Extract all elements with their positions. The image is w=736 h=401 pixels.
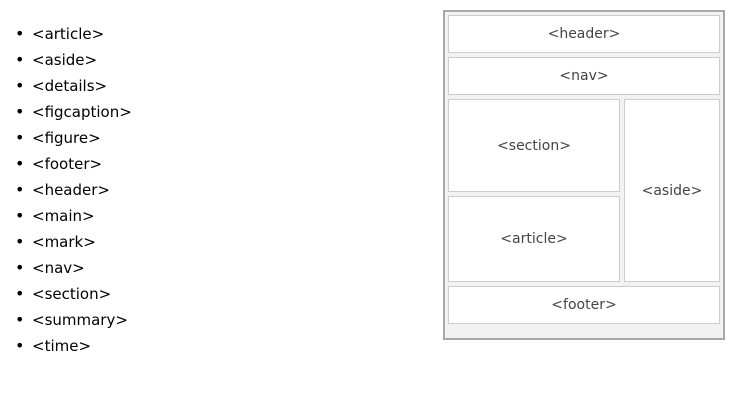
list-item-label: <mark>	[32, 233, 96, 251]
list-item-label: <section>	[32, 285, 112, 303]
diagram-box-footer: <footer>	[448, 286, 720, 324]
list-item: • <summary>	[15, 307, 452, 333]
list-item: • <main>	[15, 203, 452, 229]
list-item: • <mark>	[15, 229, 452, 255]
list-bullet-icon: •	[15, 154, 25, 173]
page-layout-diagram: <header> <nav> <section> <article> <asid…	[443, 10, 725, 340]
list-item: • <footer>	[15, 151, 452, 177]
list-item-label: <details>	[32, 77, 108, 95]
list-bullet-icon: •	[15, 206, 25, 225]
list-item-label: <footer>	[32, 155, 103, 173]
list-item: • <aside>	[15, 47, 452, 73]
diagram-box-nav: <nav>	[448, 57, 720, 95]
list-bullet-icon: •	[15, 336, 25, 355]
list-item: • <section>	[15, 281, 452, 307]
diagram-box-nav-label: <nav>	[559, 68, 609, 84]
list-bullet-icon: •	[15, 24, 25, 43]
list-item-label: <header>	[32, 181, 110, 199]
list-bullet-icon: •	[15, 284, 25, 303]
diagram-left-column: <section> <article>	[448, 99, 620, 282]
diagram-box-section-label: <section>	[497, 137, 571, 154]
list-bullet-icon: •	[15, 258, 25, 277]
diagram-box-article: <article>	[448, 196, 620, 282]
diagram-box-header: <header>	[448, 15, 720, 53]
list-item: • <nav>	[15, 255, 452, 281]
diagram-box-aside: <aside>	[624, 99, 720, 282]
diagram-box-footer-label: <footer>	[551, 297, 617, 313]
list-item: • <time>	[15, 333, 452, 359]
list-item-label: <figure>	[32, 129, 101, 147]
list-bullet-icon: •	[15, 180, 25, 199]
list-bullet-icon: •	[15, 102, 25, 121]
diagram-middle-row: <section> <article> <aside>	[448, 99, 720, 282]
list-item-label: <time>	[32, 337, 92, 355]
list-item: • <figcaption>	[15, 99, 452, 125]
list-item-label: <nav>	[32, 259, 85, 277]
list-item: • <details>	[15, 73, 452, 99]
diagram-box-header-label: <header>	[547, 26, 621, 42]
diagram-box-aside-label: <aside>	[641, 182, 703, 199]
list-item-label: <main>	[32, 207, 95, 225]
list-item: • <figure>	[15, 125, 452, 151]
list-item: • <article>	[15, 21, 452, 47]
list-item: • <header>	[15, 177, 452, 203]
semantic-element-list: • <article> • <aside> • <details> • <fig…	[0, 21, 452, 359]
list-item-label: <summary>	[32, 311, 128, 329]
list-item-label: <article>	[32, 25, 105, 43]
list-bullet-icon: •	[15, 232, 25, 251]
list-bullet-icon: •	[15, 310, 25, 329]
list-item-label: <figcaption>	[32, 103, 132, 121]
diagram-box-article-label: <article>	[500, 231, 568, 247]
list-item-label: <aside>	[32, 51, 98, 69]
list-bullet-icon: •	[15, 128, 25, 147]
list-bullet-icon: •	[15, 50, 25, 69]
list-bullet-icon: •	[15, 76, 25, 95]
diagram-box-section: <section>	[448, 99, 620, 192]
